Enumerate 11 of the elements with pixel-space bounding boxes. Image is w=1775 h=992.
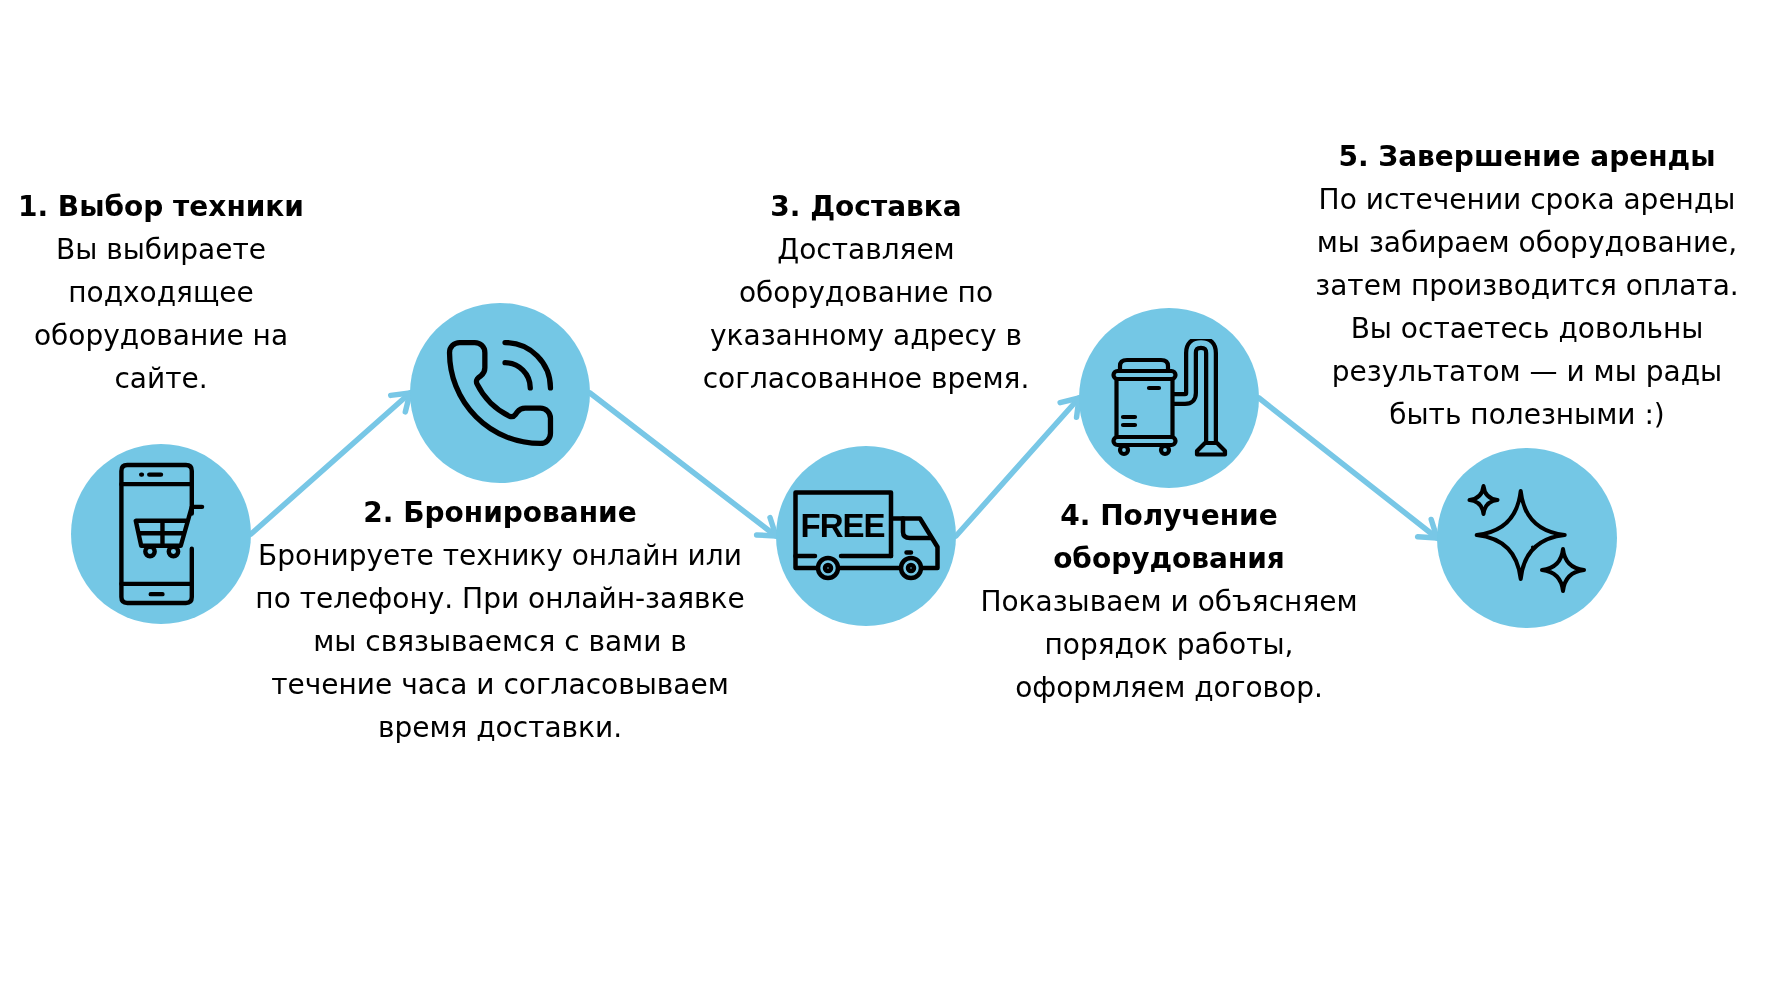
step-description: Вы выбираете подходящее оборудование на сайте. xyxy=(32,232,290,397)
step-title: 5. Завершение аренды xyxy=(1337,139,1717,175)
step-description: По истечении срока аренды мы забираем оборудование, затем производится оплата. Вы остаетесь довольны результатом — и мы рады быть полезными :) xyxy=(1314,182,1740,433)
step-description: Доставляем оборудование по указанному адресу в согласованное время. xyxy=(701,232,1031,397)
step-title: 3. Доставка xyxy=(769,189,963,225)
step-description: Бронируете технику онлайн или по телефону. При онлайн-заявке мы связываемся с вами в течение часа и согласовываем время доставки. xyxy=(254,538,746,746)
step-description: Показываем и объясняем порядок работы, оформляем договор. xyxy=(979,584,1359,706)
truck-lettering: FREE xyxy=(800,508,885,542)
step-title: 2. Бронирование xyxy=(362,495,638,531)
step-title: 4. Получение оборудования xyxy=(1052,498,1286,577)
step-title: 1. Выбор техники xyxy=(17,189,305,225)
